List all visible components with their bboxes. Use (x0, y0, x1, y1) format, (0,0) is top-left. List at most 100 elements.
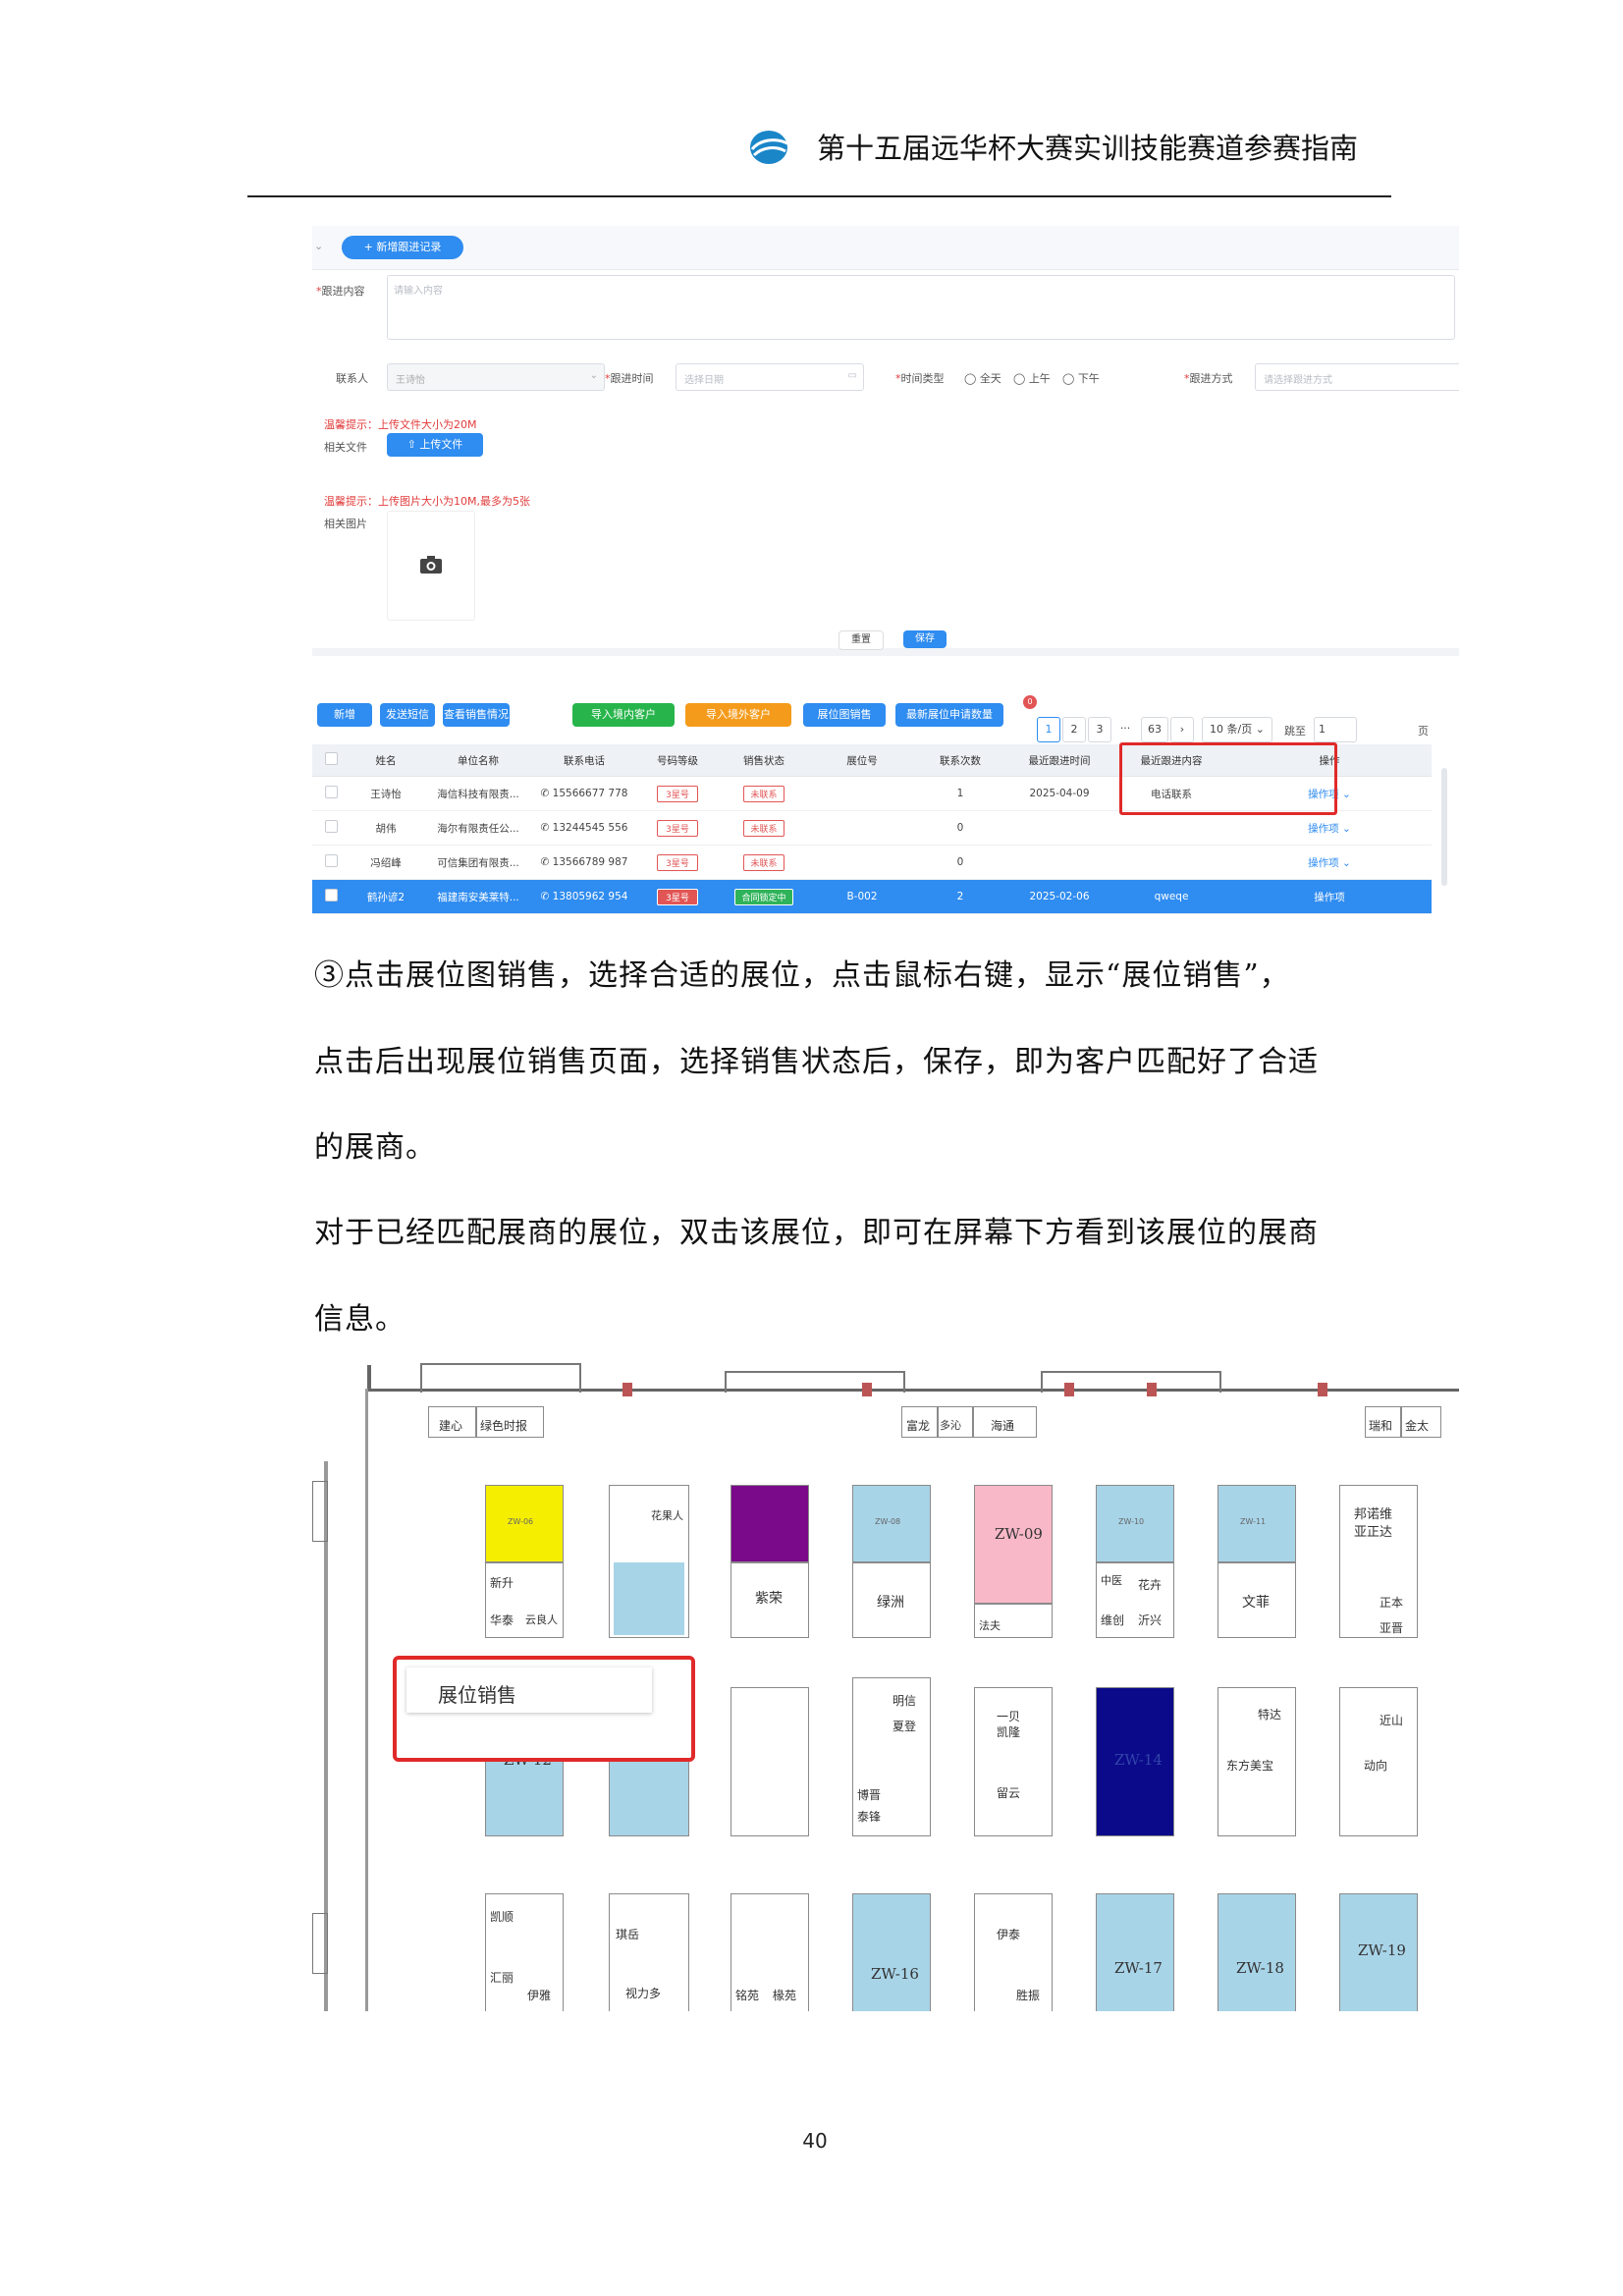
time-date-input[interactable]: 选择日期 ▭ (676, 363, 864, 391)
booth[interactable]: 伊泰 胜振 (974, 1893, 1053, 2011)
cell-phone: ✆ 13566789 987 (534, 845, 634, 880)
chevron-down-icon: ⌄ (1342, 856, 1351, 869)
cell-level: 3星号 (634, 776, 721, 811)
page-1-button[interactable]: 1 (1037, 717, 1060, 742)
save-button[interactable]: 保存 (903, 630, 947, 648)
select-all-header[interactable] (312, 744, 350, 777)
page-2-button[interactable]: 2 (1062, 717, 1086, 742)
row-checkbox[interactable] (312, 845, 350, 880)
booth-zw10[interactable]: ZW-10 (1096, 1485, 1174, 1563)
booth[interactable]: 多沁 (937, 1406, 974, 1438)
view-sales-button[interactable]: 查看销售情况 (443, 703, 510, 727)
chevron-down-icon: ⌄ (1342, 788, 1351, 800)
followup-toolbar: ⌄ + 新增跟进记录 (312, 226, 1459, 270)
booth[interactable]: 海通 (972, 1406, 1037, 1438)
row-checkbox[interactable] (312, 776, 350, 811)
booth[interactable]: 一贝 凯隆 留云 (974, 1687, 1053, 1836)
booth[interactable]: 建心 (428, 1406, 477, 1438)
booth-zw11[interactable]: ZW-11 (1217, 1485, 1296, 1563)
booth-zw18[interactable]: ZW-18 (1217, 1893, 1296, 2011)
booth[interactable] (730, 1687, 809, 1836)
col-header-count: 联系次数 (917, 744, 1003, 777)
table-row[interactable]: 胡伟 海尔有限责任公... ✆ 13244545 556 3星号 未联系 0 操… (312, 810, 1432, 846)
add-followup-button[interactable]: + 新增跟进记录 (342, 236, 463, 259)
booth-zw19[interactable]: ZW-19 (1339, 1893, 1418, 2011)
page-63-button[interactable]: 63 (1141, 717, 1168, 742)
cell-actions[interactable]: 操作项 ⌄ (1227, 776, 1432, 811)
next-page-button[interactable]: › (1170, 717, 1194, 742)
table-row-selected[interactable]: 鹤孙谚2 福建南安美莱特... ✆ 13805962 954 3星号 合同锁定中… (312, 879, 1432, 914)
booth-zw09[interactable]: ZW-09 (974, 1485, 1053, 1605)
context-menu-item-booth-sales[interactable]: 展位销售 (438, 1683, 516, 1707)
booth[interactable]: 瑞和 (1365, 1406, 1402, 1438)
cell-name: 胡伟 (350, 810, 422, 846)
booth-zw08[interactable]: ZW-08 (852, 1485, 931, 1563)
booth[interactable]: 琪岳 视力多 (609, 1893, 689, 2011)
booth-highlight (614, 1562, 684, 1635)
table-row[interactable]: 王诗怡 海信科技有限责... ✆ 15566677 778 3星号 未联系 1 … (312, 776, 1432, 811)
cell-last-content (1115, 810, 1227, 846)
jump-input[interactable]: 1 (1314, 717, 1357, 742)
booth[interactable]: 明信 夏登 博晋 泰锋 (852, 1677, 931, 1836)
cell-count: 0 (917, 845, 1003, 880)
booth[interactable]: 绿洲 (852, 1561, 931, 1638)
booth-zw16[interactable]: ZW-16 (852, 1893, 931, 2011)
booth[interactable]: 邦诺维 亚正达 正本 亚晋 (1339, 1485, 1418, 1638)
reset-button[interactable]: 重置 (839, 630, 884, 650)
booth[interactable]: 花果人 (609, 1485, 689, 1638)
logo-icon (750, 131, 788, 164)
booth[interactable]: 中医 花卉 维创 沂兴 (1096, 1561, 1174, 1638)
col-header-status: 销售状态 (721, 744, 807, 777)
table-scrollbar[interactable] (1441, 768, 1447, 886)
cell-status: 合同锁定中 (721, 879, 807, 914)
import-domestic-button[interactable]: 导入境内客户 (572, 703, 675, 727)
image-upload-box[interactable] (387, 511, 475, 621)
cell-last-time: 2025-04-09 (1003, 776, 1115, 811)
row-checkbox[interactable] (312, 879, 350, 914)
page-size-select[interactable]: 10 条/页 ⌄ (1202, 717, 1272, 742)
pillar (1064, 1383, 1074, 1396)
cell-level: 3星号 (634, 879, 721, 914)
time-type-radio-all[interactable]: ◯ 全天 (964, 372, 1001, 385)
booth[interactable]: 新升 华泰 云良人 (485, 1561, 564, 1638)
booth[interactable]: 法夫 (974, 1603, 1053, 1638)
booth-map-sales-button[interactable]: 展位图销售 (803, 703, 886, 727)
time-type-radio-pm[interactable]: ◯ 下午 (1062, 372, 1100, 385)
table-row[interactable]: 冯绍峰 可信集团有限责... ✆ 13566789 987 3星号 未联系 0 … (312, 845, 1432, 880)
jump-label: 跳至 (1284, 725, 1306, 738)
cell-name: 鹤孙谚2 (350, 879, 422, 914)
table-header-row: 姓名 单位名称 联系电话 号码等级 销售状态 展位号 联系次数 最近跟进时间 最… (312, 744, 1432, 777)
collapse-chevron-icon[interactable]: ⌄ (314, 240, 324, 252)
latest-booth-applications-button[interactable]: 最新展位申请数量 (895, 703, 1003, 727)
cell-booth (807, 776, 917, 811)
booth[interactable]: 近山 动向 (1339, 1687, 1418, 1836)
booth-zw17[interactable]: ZW-17 (1096, 1893, 1174, 2011)
upload-file-button[interactable]: ⇧ 上传文件 (387, 433, 483, 457)
booth[interactable]: 特达 东方美宝 (1217, 1687, 1296, 1836)
booth-zw06[interactable]: ZW-06 (485, 1485, 564, 1563)
content-textarea[interactable]: 请输入内容 (387, 275, 1455, 340)
entrance-middle (725, 1371, 905, 1393)
page-3-button[interactable]: 3 (1088, 717, 1111, 742)
booth[interactable]: 富龙 (901, 1406, 939, 1438)
time-type-radio-am[interactable]: ◯ 上午 (1013, 372, 1051, 385)
import-foreign-button[interactable]: 导入境外客户 (685, 703, 791, 727)
cell-actions[interactable]: 操作项 ⌄ (1227, 810, 1432, 846)
send-sms-button[interactable]: 发送短信 (380, 703, 435, 727)
cell-booth: B-002 (807, 879, 917, 914)
row-checkbox[interactable] (312, 810, 350, 846)
method-select[interactable]: 请选择跟进方式 (1255, 363, 1459, 391)
booth[interactable]: 文菲 (1217, 1561, 1296, 1638)
booth[interactable]: 紫荣 (730, 1561, 809, 1638)
booth[interactable]: 铭苑 椽苑 (730, 1893, 809, 2011)
booth[interactable]: 凯顺 汇丽 伊雅 (485, 1893, 564, 2011)
add-button[interactable]: 新增 (317, 703, 372, 727)
cell-actions[interactable]: 操作项 (1227, 879, 1432, 914)
page-ellipsis[interactable]: ··· (1113, 717, 1137, 740)
booth[interactable] (730, 1485, 809, 1563)
booth[interactable]: 金太 (1400, 1406, 1441, 1438)
contact-select[interactable]: 王诗怡 ⌄ (387, 363, 605, 391)
booth-zw14[interactable]: ZW-14 (1096, 1687, 1174, 1836)
cell-actions[interactable]: 操作项 ⌄ (1227, 845, 1432, 880)
booth[interactable]: 绿色时报 (475, 1406, 544, 1438)
